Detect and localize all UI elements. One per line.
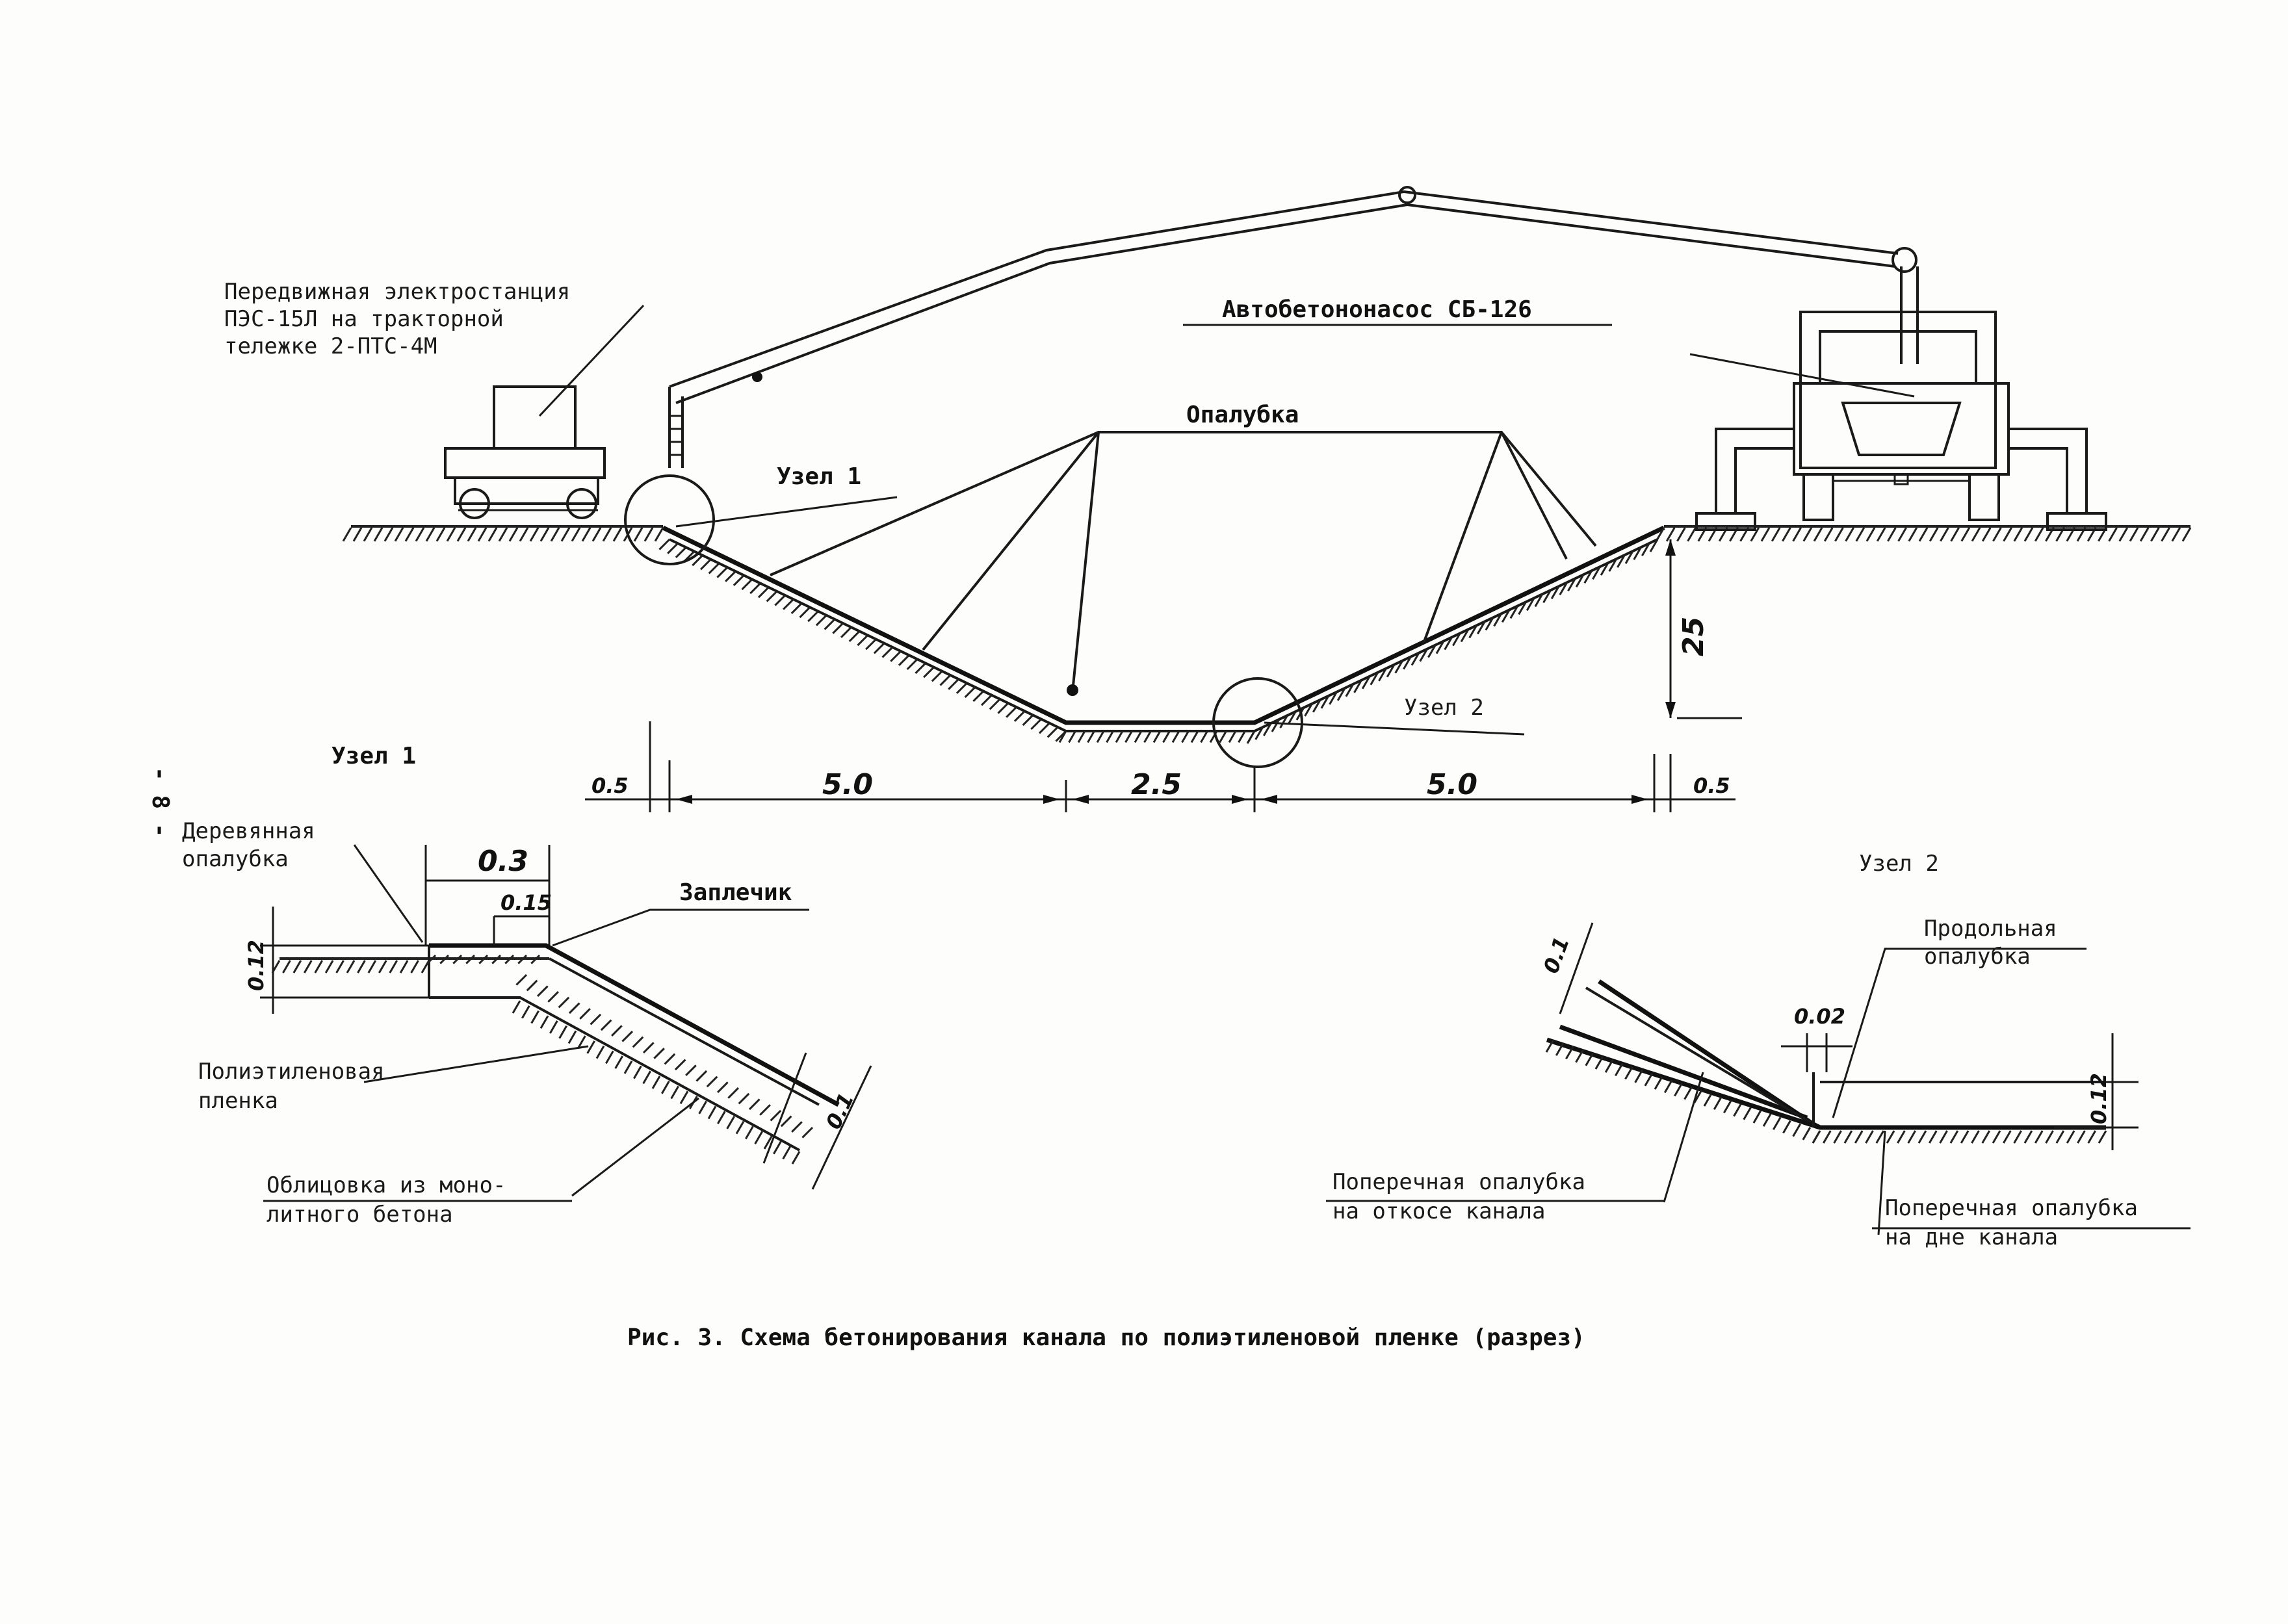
wood-formwork-line-2: опалубка: [182, 846, 289, 872]
depth-dim: 25: [1677, 617, 1710, 656]
node2-callout: Узел 2: [1404, 695, 1484, 721]
dimension-chain: 0.5 5.0 2.5 5.0 0.5: [585, 721, 1736, 812]
canal-lining: [669, 538, 1658, 732]
node1-detail-title: Узел 1: [332, 743, 416, 769]
node2-detail-title: Узел 2: [1859, 851, 1939, 877]
film-line-1: Полиэтиленовая: [198, 1059, 385, 1085]
node2-detail: Узел 2 0.1 0.02 0.12 Продольная опалубка…: [1326, 851, 2190, 1250]
dim-left-slope: 5.0: [822, 768, 873, 801]
formwork-label: Опалубка: [1186, 402, 1299, 428]
node1-dim-top: 0.3: [478, 845, 528, 878]
canal-profile: [662, 525, 1665, 725]
page-number: - 8 -: [147, 767, 174, 837]
main-cross-section: Опалубка Узел 1 Узел 2 25: [224, 186, 2192, 812]
dim-right-slope: 5.0: [1427, 768, 1477, 801]
node1-dim-height: 0.12: [244, 940, 268, 991]
shoulder-label: Заплечик: [679, 879, 792, 906]
long-formwork-line-1: Продольная: [1924, 916, 2057, 942]
wood-formwork-line-1: Деревянная: [182, 818, 315, 844]
film-line-2: пленка: [198, 1088, 278, 1114]
node2-dim-slope: 0.1: [1539, 933, 1574, 976]
dim-left-berm: 0.5: [592, 773, 629, 798]
node2-dim-height: 0.12: [2086, 1073, 2111, 1124]
slope-formwork-line-1: Поперечная опалубка: [1332, 1169, 1585, 1195]
node1-circle: [624, 474, 715, 565]
pump-truck: [1689, 311, 2107, 531]
power-station-line-1: Передвижная электростанция: [224, 279, 570, 305]
power-station: [444, 304, 645, 519]
node2-dim-gap: 0.02: [1794, 1004, 1845, 1029]
formwork-truss: [770, 431, 1597, 696]
node1-dim-inner: 0.15: [500, 890, 552, 915]
node1-callout: Узел 1: [777, 463, 861, 490]
concrete-fill: [271, 954, 814, 1165]
node1-detail: Узел 1 0.3 0.15 0.12 0.1 Деревянная: [182, 743, 872, 1228]
ground-hatching: [342, 527, 2192, 744]
dim-right-berm: 0.5: [1693, 773, 1730, 798]
power-station-line-3: тележке 2-ПТС-4М: [224, 333, 437, 359]
node2-circle: [1212, 677, 1303, 768]
slope-formwork-line-2: на откосе канала: [1332, 1198, 1546, 1224]
slab-texture: [1545, 1039, 2107, 1144]
long-formwork-line-2: опалубка: [1924, 944, 2031, 970]
power-station-line-2: ПЭС-15Л на тракторной: [224, 306, 504, 332]
figure-caption: Рис. 3. Схема бетонирования канала по по…: [627, 1324, 1585, 1351]
lining-line-1: Облицовка из моно-: [266, 1172, 506, 1198]
bottom-formwork-line-1: Поперечная опалубка: [1885, 1195, 2138, 1221]
pump-boom: [668, 186, 1919, 468]
lining-line-2: литного бетона: [266, 1202, 453, 1228]
pump-label: Автобетононасос СБ-126: [1222, 296, 1532, 323]
dim-bottom: 2.5: [1131, 768, 1182, 801]
